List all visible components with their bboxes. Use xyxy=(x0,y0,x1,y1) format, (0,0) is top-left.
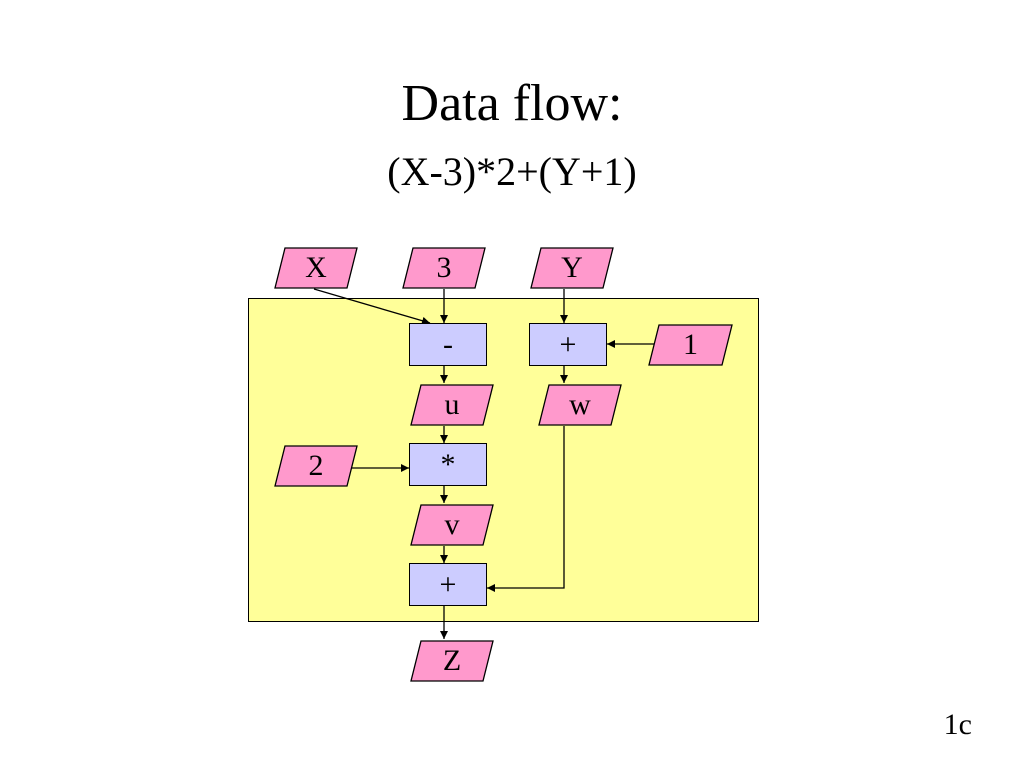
data-node-y: Y xyxy=(529,246,615,290)
data-label-3: 3 xyxy=(436,251,452,284)
data-node-2: 2 xyxy=(273,444,359,488)
slide-number: 1c xyxy=(943,708,972,741)
operator-label-minus: - xyxy=(443,327,453,361)
operator-label-times: * xyxy=(440,447,456,481)
data-node-w: w xyxy=(537,383,623,427)
arrow-w-to-plus xyxy=(487,426,565,592)
operator-times: * xyxy=(409,443,487,486)
data-label-2: 2 xyxy=(308,449,324,482)
slide-subtitle: (X-3)*2+(Y+1) xyxy=(387,149,637,194)
data-node-u: u xyxy=(409,383,495,427)
data-node-z: Z xyxy=(409,639,495,683)
data-label-1: 1 xyxy=(683,328,698,361)
data-label-v: v xyxy=(444,508,460,541)
operator-plus-z: + xyxy=(409,563,487,606)
data-label-y: Y xyxy=(561,251,583,284)
operator-minus: - xyxy=(409,323,487,366)
data-node-1: 1 xyxy=(647,323,734,367)
data-node-v: v xyxy=(409,503,495,547)
slide-title: Data flow: xyxy=(401,75,623,132)
data-label-z: Z xyxy=(442,644,462,677)
operator-label-plus-z: + xyxy=(439,567,457,601)
data-label-w: w xyxy=(569,388,591,421)
data-label-u: u xyxy=(444,388,460,421)
data-node-x: X xyxy=(273,246,359,290)
data-label-x: X xyxy=(305,251,327,284)
operator-plus-w: + xyxy=(529,323,607,366)
data-node-3: 3 xyxy=(401,246,487,290)
arrow-x-to-minus xyxy=(313,288,431,325)
operator-label-plus-w: + xyxy=(559,327,577,361)
